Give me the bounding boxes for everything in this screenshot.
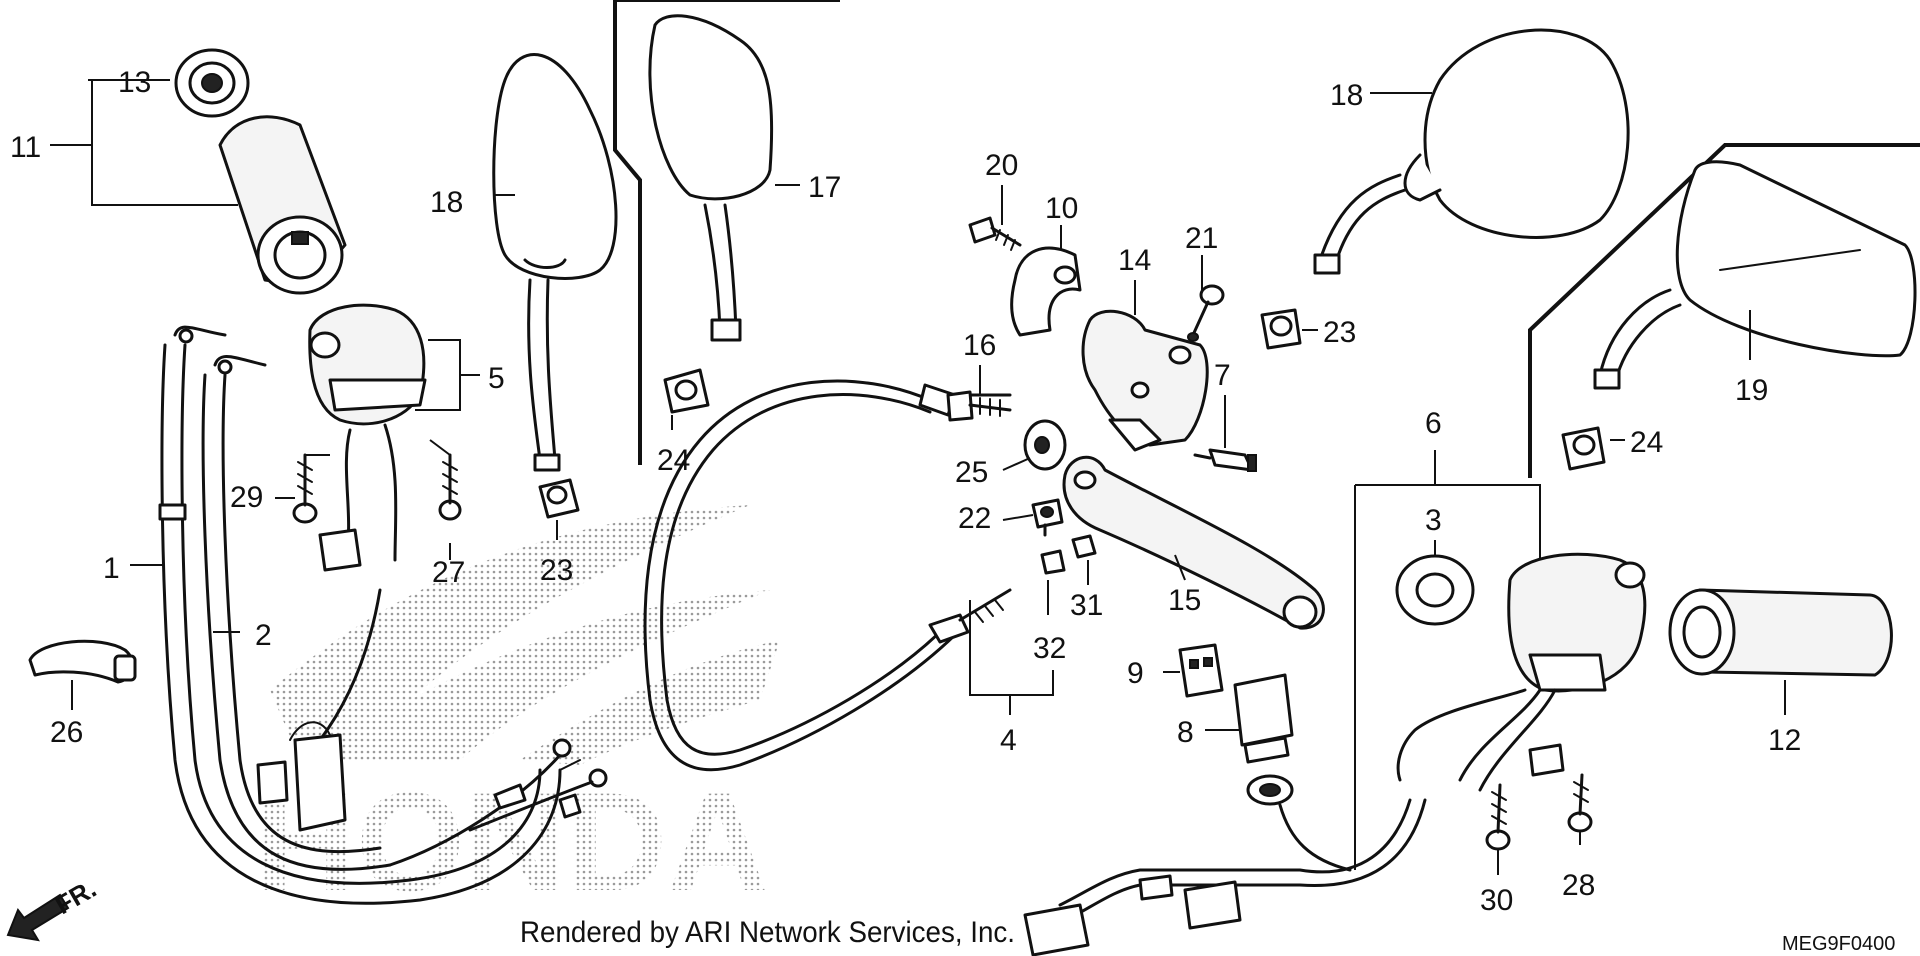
callout-3: 3 [1425,504,1442,537]
callout-9: 9 [1127,657,1144,690]
callout-7: 7 [1214,359,1231,392]
callout-12: 12 [1768,724,1801,757]
pivot-bolt-22 [1031,498,1064,537]
callout-32: 32 [1033,632,1066,665]
mirror-nut-24-right [1561,426,1606,471]
mirror-nut-23-left [538,478,580,519]
leader-lines [50,79,1786,875]
callout-22: 22 [958,502,991,535]
left-mirror [492,53,618,472]
callout-13: 13 [118,66,151,99]
callout-1: 1 [103,552,120,585]
screw-28 [1567,773,1593,833]
callout-18-left: 18 [430,186,463,219]
callout-28: 28 [1562,869,1595,902]
callout-26: 26 [50,716,83,749]
callout-16: 16 [963,329,996,362]
callout-6: 6 [1425,407,1442,440]
callout-8: 8 [1177,716,1194,749]
bolt-21 [1187,284,1225,342]
callout-4: 4 [1000,724,1017,757]
frame-line-mirror-17 [613,0,840,465]
mirror-nut-24-left [663,368,710,414]
callout-11: 11 [10,131,41,164]
callout-27: 27 [432,556,465,589]
callout-18-right: 18 [1330,79,1363,112]
relay-9 [1178,643,1224,698]
clutch-lever [1062,455,1325,630]
right-grip [1668,588,1893,677]
callout-numbers: 13 11 18 5 29 27 1 2 26 23 17 24 20 10 1… [10,66,1801,917]
callout-24-left: 24 [657,444,690,477]
right-handlebar-switch [1396,552,1647,792]
lever-bracket [1081,309,1209,452]
callout-29: 29 [230,481,263,514]
holder-clamp [1010,246,1082,337]
callout-31: 31 [1070,589,1103,622]
screw-29 [292,453,318,524]
callout-17: 17 [808,171,841,204]
nut-31 [1071,534,1097,559]
bolt-20 [968,216,1022,251]
nut-32 [1040,549,1066,575]
nut-25 [1023,419,1067,471]
callout-24-right: 24 [1630,426,1663,459]
left-handlebar-switch [256,303,427,832]
wiring-harness-right [1023,798,1427,956]
frame-line-mirror-19 [1528,143,1920,478]
callout-19: 19 [1735,374,1768,407]
front-direction-arrow: FR. [6,873,101,942]
mirror-19 [1593,160,1917,390]
callout-14: 14 [1118,244,1151,277]
callout-20: 20 [985,149,1018,182]
render-credit: Rendered by ARI Network Services, Inc. [520,916,1015,949]
clutch-cable [643,379,1012,772]
callout-10: 10 [1045,192,1078,225]
callout-5: 5 [488,362,505,395]
mirror-17 [648,14,774,342]
wire-band [28,639,137,684]
callout-2: 2 [255,619,272,652]
throttle-cable-2 [201,355,608,871]
cable-adjuster [946,390,1012,422]
left-grip [218,115,347,295]
callout-25: 25 [955,456,988,489]
throttle-cable-1 [158,325,581,905]
grommet-3 [1395,554,1475,626]
callout-15: 15 [1168,584,1201,617]
callout-21: 21 [1185,222,1218,255]
mirror-nut-23-right [1260,308,1302,350]
callout-23-left: 23 [540,554,573,587]
screw-27 [438,453,462,521]
clutch-switch [1193,448,1257,472]
relay-8 [1233,673,1294,806]
right-mirror [1313,28,1630,275]
callout-30: 30 [1480,884,1513,917]
grip-end-ring [174,48,250,118]
screw-30 [1485,783,1511,851]
diagram-code: MEG9F0400 [1782,933,1895,955]
callout-23-right: 23 [1323,316,1356,349]
